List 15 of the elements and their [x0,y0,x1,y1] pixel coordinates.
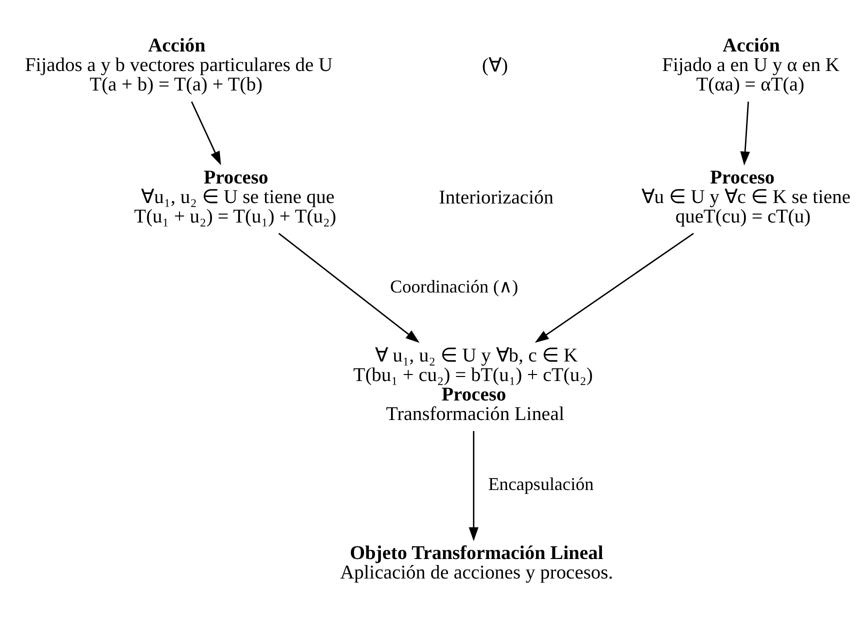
edge-label: Encapsulación [488,473,594,494]
edge-label: Coordinación (∧) [390,276,518,296]
node-text: ∀ u₁, u₂ ∈ U y ∀b, c ∈ K T(bu₁ + cu₂) = bT(u₁) + cT(u₂) Proceso Transformación Lineal [353,345,593,424]
arrow [468,430,479,541]
node-text: Proceso ∀u₁, u₂ ∈ U se tiene que T(u₁ + u₂) = T(u₁) + T(u₂) [134,166,336,227]
arrow [278,232,420,342]
arrow [740,101,750,165]
node-text: Acción Fijado a en U y α en K T(αa) = αT(a) [662,34,840,95]
node-text: Proceso ∀u ∈ U y ∀c ∈ K se tiene queT(cu) = cT(u) [641,166,851,227]
node-text: Acción Fijados a y b vectores particulares de U T(a + b) = T(a) + T(b) [24,34,333,95]
arrow [191,100,222,165]
node-text: Objeto Transformación Lineal Aplicación de acciones y procesos. [340,542,614,584]
arrow [534,232,694,342]
label: (∀) [482,54,508,76]
label: Interiorización [438,187,554,208]
